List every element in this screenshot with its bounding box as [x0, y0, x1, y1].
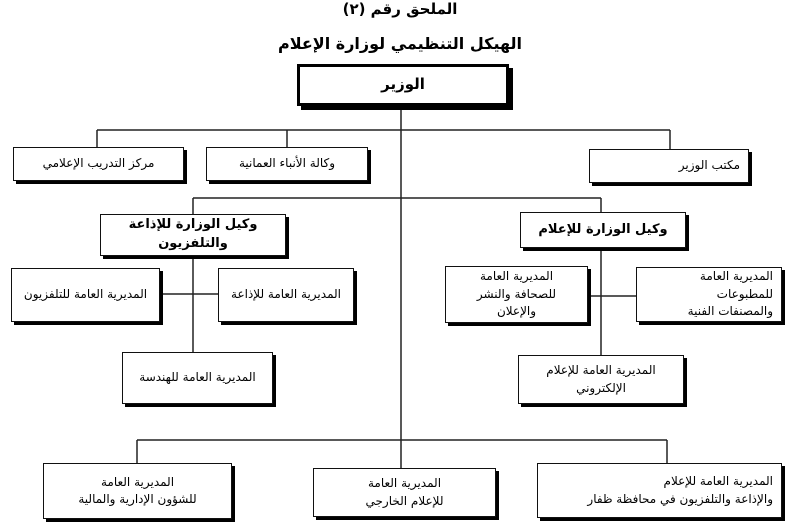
chart-title: الهيكل التنظيمي لوزارة الإعلام [277, 34, 523, 53]
box-dg-dhofar-label: المديرية العامة للإعلام والإذاعة والتلفز… [587, 474, 773, 506]
box-dg-admin: المديرية العامة للشؤون الإدارية والمالية [43, 463, 232, 519]
box-dg-tv: المديرية العامة للتلفزيون [11, 268, 160, 322]
box-dg-e-media-label: المديرية العامة للإعلام الإلكتروني [546, 363, 656, 395]
box-minister-office-label: مكتب الوزير [678, 158, 740, 173]
box-dg-engineering: المديرية العامة للهندسة [122, 352, 273, 404]
box-dg-press-label: المديرية العامة للصحافة والنشر والإعلان [476, 269, 557, 319]
box-training-center: مركز التدريب الإعلامي [13, 147, 184, 181]
box-dg-tv-label: المديرية العامة للتلفزيون [23, 287, 148, 302]
box-dg-engineering-label: المديرية العامة للهندسة [139, 370, 256, 385]
box-dg-press: المديرية العامة للصحافة والنشر والإعلان [445, 266, 588, 323]
box-minister-office: مكتب الوزير [589, 149, 749, 183]
box-minister: الوزير [297, 64, 509, 106]
box-dg-external-label: المديرية العامة للإعلام الخارجي [365, 476, 444, 508]
box-training-center-label: مركز التدريب الإعلامي [42, 156, 155, 171]
box-dg-external: المديرية العامة للإعلام الخارجي [313, 468, 496, 517]
box-news-agency-label: وكالة الأنباء العمانية [238, 156, 336, 171]
box-undersecretary-broadcast: وكيل الوزارة للإذاعة والتلفزيون [100, 214, 286, 256]
box-undersecretary-broadcast-label: وكيل الوزارة للإذاعة والتلفزيون [128, 217, 258, 251]
annex-label: الملحق رقم (٢) [342, 0, 458, 18]
box-news-agency: وكالة الأنباء العمانية [206, 147, 368, 181]
box-dg-publications: المديرية العامة للمطبوعات والمصنفات الفن… [636, 267, 782, 322]
box-undersecretary-info: وكيل الوزارة للإعلام [520, 212, 686, 248]
box-dg-admin-label: المديرية العامة للشؤون الإدارية والمالية [78, 474, 197, 506]
box-dg-dhofar: المديرية العامة للإعلام والإذاعة والتلفز… [537, 463, 782, 518]
box-dg-radio-label: المديرية العامة للإذاعة [231, 287, 341, 302]
box-minister-label: الوزير [381, 75, 425, 94]
box-undersecretary-info-label: وكيل الوزارة للإعلام [538, 221, 668, 237]
box-dg-e-media: المديرية العامة للإعلام الإلكتروني [518, 355, 684, 404]
box-dg-radio: المديرية العامة للإذاعة [218, 268, 354, 322]
box-dg-publications-label: المديرية العامة للمطبوعات والمصنفات الفن… [687, 269, 773, 319]
